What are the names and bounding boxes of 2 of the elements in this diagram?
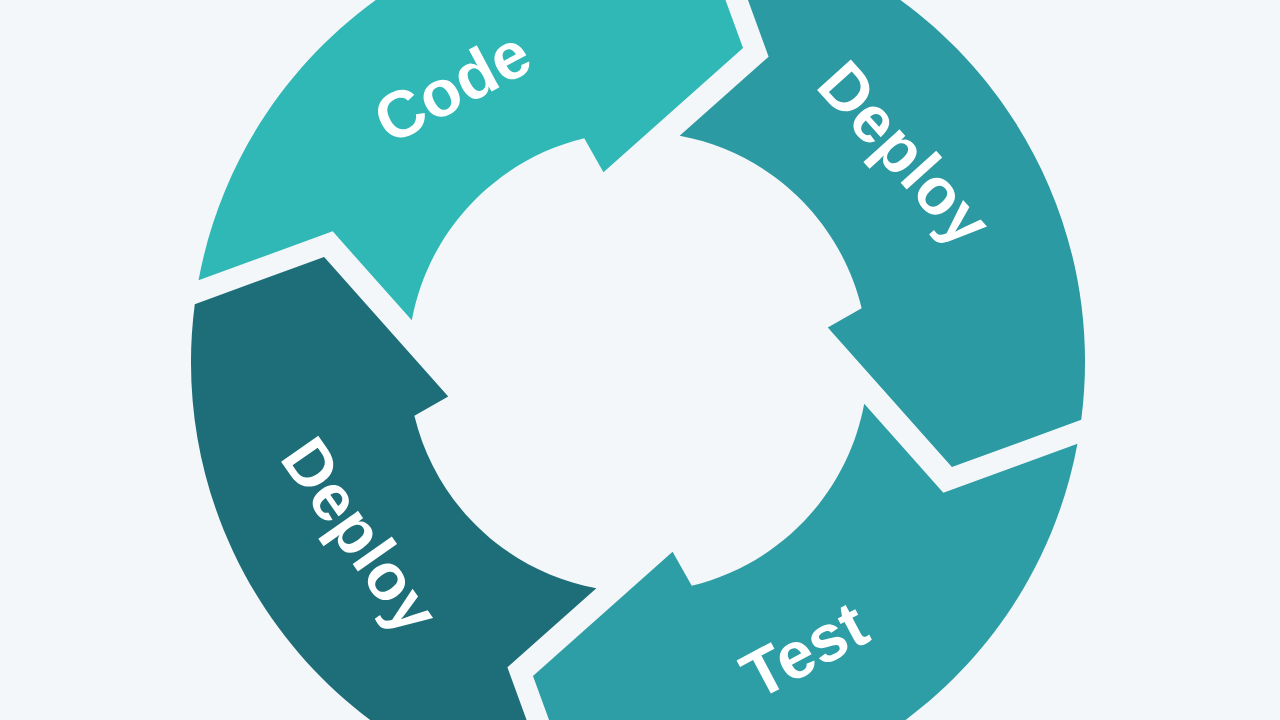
- arrow-segment: Test: [533, 403, 1078, 720]
- arrow-segment: Code: [198, 0, 744, 321]
